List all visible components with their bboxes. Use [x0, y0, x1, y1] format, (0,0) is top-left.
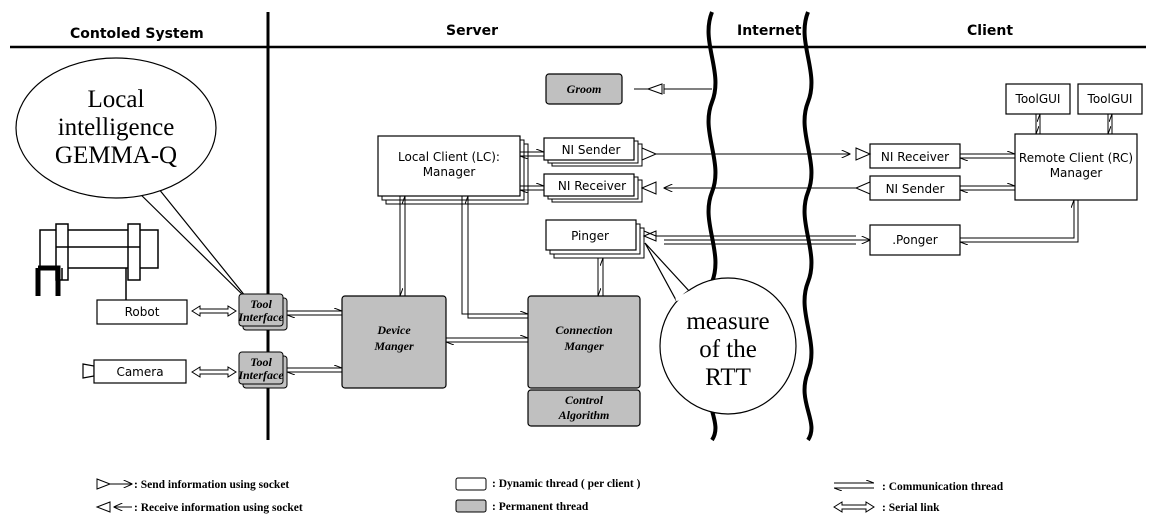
bubble-line-2: intelligence: [58, 114, 175, 141]
header-client: Client: [967, 23, 1013, 39]
svg-text:Tool: Tool: [250, 355, 272, 369]
svg-text:Local Client (LC):: Local Client (LC):: [398, 150, 500, 164]
svg-text:Device: Device: [376, 323, 411, 337]
svg-text:: Communication thread: : Communication thread: [882, 481, 1004, 493]
box-ni-sender-client: NI Sender: [869, 175, 961, 201]
svg-text:Camera: Camera: [116, 365, 163, 379]
svg-text:: Dynamic thread ( per client: : Dynamic thread ( per client ): [492, 478, 641, 490]
box-ni-receiver-client: NI Receiver: [869, 143, 961, 169]
svg-text:: Permanent thread: : Permanent thread: [492, 501, 589, 513]
robot-arm-icon: [35, 223, 159, 300]
svg-text:Remote Client (RC): Remote Client (RC): [1019, 151, 1133, 165]
legend-receive: : Receive information using socket: [95, 501, 303, 514]
header-server: Server: [446, 23, 498, 39]
box-camera: Camera: [82, 359, 187, 384]
svg-text:Groom: Groom: [567, 82, 602, 96]
svg-text:: Serial link: : Serial link: [882, 502, 940, 514]
svg-text:NI Sender: NI Sender: [562, 143, 621, 157]
svg-text:Manager: Manager: [1050, 166, 1103, 180]
box-groom: Groom: [545, 73, 623, 105]
header-internet: Internet: [737, 23, 802, 39]
svg-text:: Send information using socke: : Send information using socket: [134, 479, 289, 491]
legend-dynamic: : Dynamic thread ( per client ): [455, 477, 641, 491]
box-remote-client-manager: Remote Client (RC) Manager: [1014, 133, 1138, 201]
box-tool-interface-bottom: Tool Interface: [237, 351, 288, 389]
svg-text:Algorithm: Algorithm: [558, 408, 610, 422]
box-control-algorithm: Control Algorithm: [527, 389, 641, 427]
rtt-line-1: measure: [686, 308, 769, 335]
svg-text:ToolGUI: ToolGUI: [1015, 92, 1061, 106]
svg-text:NI Receiver: NI Receiver: [881, 150, 949, 164]
box-pinger: Pinger: [545, 219, 645, 259]
bubble-line-1: Local: [88, 86, 145, 113]
rtt-line-3: RTT: [705, 364, 751, 391]
box-device-manager: Device Manger: [341, 295, 447, 389]
svg-text:Manger: Manger: [563, 339, 604, 353]
box-toolgui-2: ToolGUI: [1077, 83, 1143, 115]
box-connection-manager: Connection Manger: [527, 295, 641, 389]
legend-communication: : Communication thread: [834, 481, 1004, 493]
svg-text:Manager: Manager: [423, 165, 476, 179]
svg-text:Pinger: Pinger: [571, 229, 609, 243]
bubble-rtt: measure of the RTT: [644, 242, 797, 415]
internet-boundary-right: [802, 11, 814, 442]
svg-text:NI Sender: NI Sender: [886, 182, 945, 196]
box-robot: Robot: [96, 299, 188, 325]
svg-text:Robot: Robot: [125, 305, 160, 319]
header-controlled-system: Contoled System: [70, 26, 204, 42]
legend: : Send information using socket : Receiv…: [95, 477, 1004, 514]
serial-links: [191, 305, 237, 378]
bubble-local-intelligence: Local intelligence GEMMA-Q: [15, 57, 251, 303]
legend-send: : Send information using socket: [96, 478, 289, 491]
legend-permanent: : Permanent thread: [455, 499, 589, 513]
svg-text:: Receive information using so: : Receive information using socket: [134, 502, 303, 514]
box-ponger: .Ponger: [869, 224, 961, 256]
legend-serial: : Serial link: [833, 501, 940, 514]
svg-text:Interface: Interface: [237, 368, 284, 382]
column-headers: Contoled System Server Internet Client: [70, 23, 1013, 42]
svg-text:NI Receiver: NI Receiver: [558, 179, 626, 193]
svg-text:Tool: Tool: [250, 297, 272, 311]
svg-text:Manger: Manger: [373, 339, 414, 353]
svg-text:Interface: Interface: [237, 310, 284, 324]
bubble-line-3: GEMMA-Q: [55, 142, 177, 169]
box-tool-interface-top: Tool Interface: [237, 293, 288, 331]
svg-text:Connection: Connection: [555, 323, 613, 337]
svg-text:.Ponger: .Ponger: [892, 233, 938, 247]
box-local-client-manager: Local Client (LC): Manager: [377, 135, 529, 205]
box-ni-receiver-server: NI Receiver: [543, 173, 643, 203]
svg-text:ToolGUI: ToolGUI: [1087, 92, 1133, 106]
box-toolgui-1: ToolGUI: [1005, 83, 1071, 115]
connectors: [287, 83, 1113, 372]
svg-text:Control: Control: [565, 393, 604, 407]
box-ni-sender-server: NI Sender: [543, 137, 643, 167]
rtt-line-2: of the: [699, 336, 757, 363]
